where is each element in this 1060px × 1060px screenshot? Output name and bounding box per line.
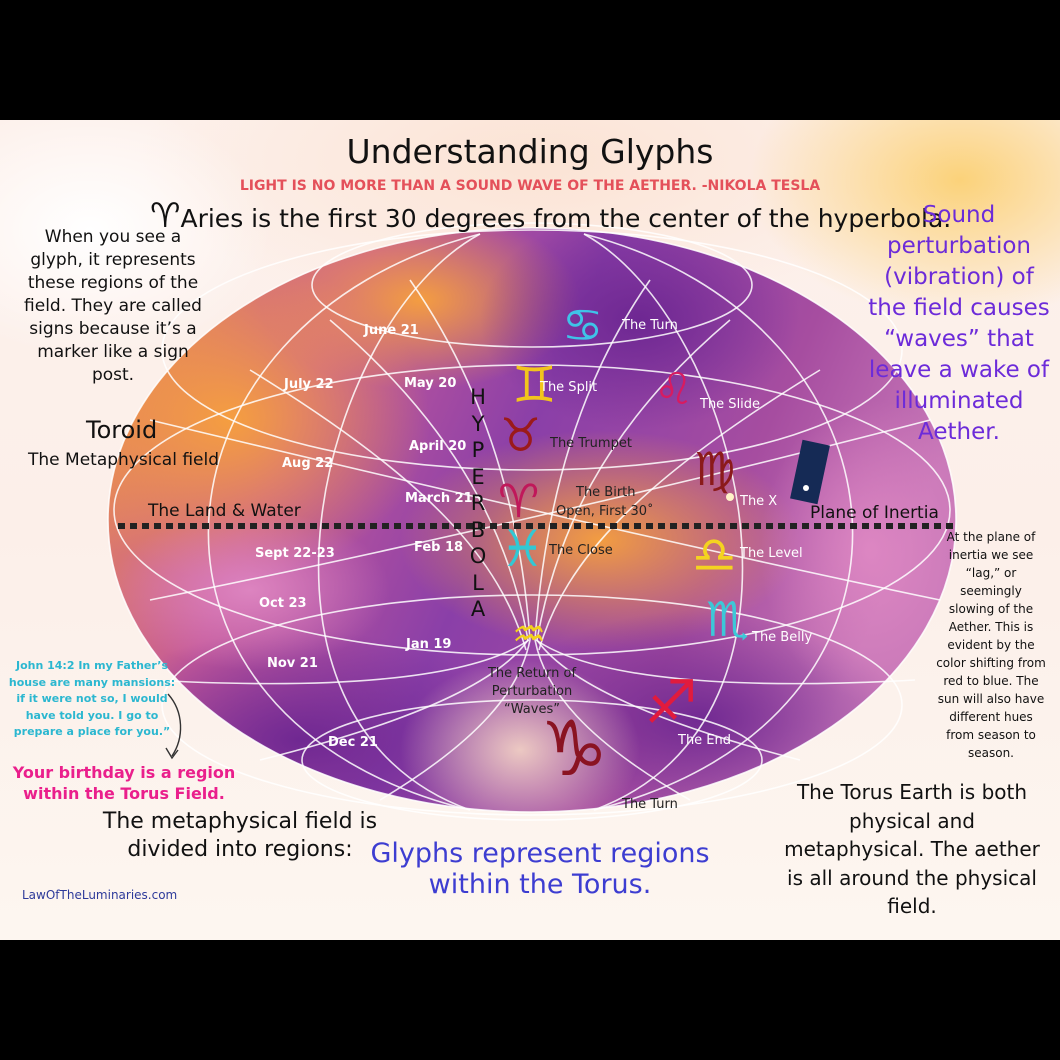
plane-of-inertia-label: Plane of Inertia bbox=[810, 503, 939, 523]
toroid-label: Toroid bbox=[86, 416, 158, 444]
aries-chart-icon: ♈ bbox=[498, 474, 540, 528]
virgo-icon: ♍ bbox=[694, 442, 736, 496]
sagittarius-icon: ♐ bbox=[644, 668, 698, 738]
label-the-slide: The Slide bbox=[700, 397, 761, 412]
label-the-belly: The Belly bbox=[752, 630, 813, 645]
label-the-x: The X bbox=[740, 494, 778, 509]
date-oct23: Oct 23 bbox=[259, 596, 307, 611]
hyperbola-letter: O bbox=[469, 544, 487, 568]
cancer-icon: ♋ bbox=[562, 298, 604, 352]
label-the-end: The End bbox=[678, 733, 732, 748]
date-june21: June 21 bbox=[364, 323, 419, 338]
john-14-2-quote: John 14:2 In my Father’s house are many … bbox=[8, 659, 176, 738]
hyperbola-vertical-label: H Y P E R B O L A bbox=[466, 384, 490, 623]
glyph-explanation: When you see a glyph, it represents thes… bbox=[24, 227, 202, 385]
hyperbola-letter: L bbox=[472, 570, 484, 595]
date-dec21: Dec 21 bbox=[328, 735, 378, 750]
land-water-label: The Land & Water bbox=[148, 501, 301, 521]
curved-arrow-icon bbox=[165, 693, 182, 760]
star-marker bbox=[726, 493, 734, 501]
metaphysical-field-label: The Metaphysical field bbox=[28, 450, 220, 470]
hyperbola-letter: P bbox=[471, 438, 485, 462]
torus-earth-text: The Torus Earth is both physical and met… bbox=[784, 780, 1040, 918]
aries-statement: ♈Aries is the first 30 degrees from the … bbox=[150, 196, 951, 236]
hyperbola-letter: E bbox=[471, 464, 485, 489]
libra-icon: ♎ bbox=[692, 526, 737, 584]
sound-perturbation-text: Sound perturbation (vibration) of the fi… bbox=[868, 202, 1050, 445]
date-aug22: Aug 22 bbox=[282, 456, 334, 471]
hyperbola-letter: Y bbox=[471, 411, 485, 436]
pisces-icon: ♓ bbox=[500, 520, 545, 578]
label-the-close: The Close bbox=[549, 543, 613, 558]
date-nov21: Nov 21 bbox=[267, 656, 318, 671]
glyphs-represent-text: Glyphs represent regions within the Toru… bbox=[370, 838, 710, 900]
divided-into-regions-text: The metaphysical field is divided into r… bbox=[102, 809, 378, 862]
label-open-first-30: Open, First 30˚ bbox=[556, 504, 654, 519]
scorpio-icon: ♏ bbox=[706, 592, 750, 648]
label-the-turn-bottom: The Turn bbox=[622, 797, 678, 812]
birthday-note: Your birthday is a region within the Tor… bbox=[12, 763, 236, 803]
label-the-split: The Split bbox=[540, 380, 598, 395]
leo-icon: ♌ bbox=[654, 364, 694, 415]
date-march21: March 21 bbox=[405, 491, 473, 506]
date-april20: April 20 bbox=[409, 439, 467, 454]
taurus-icon: ♉ bbox=[500, 408, 542, 462]
label-the-birth: The Birth bbox=[576, 485, 636, 500]
aries-icon: ♈ bbox=[150, 196, 181, 236]
aries-statement-text: Aries is the first 30 degrees from the c… bbox=[180, 204, 952, 233]
page-title: Understanding Glyphs bbox=[346, 132, 714, 171]
torus-gridlines bbox=[107, 222, 957, 821]
date-july22: July 22 bbox=[284, 377, 334, 392]
date-jan19: Jan 19 bbox=[406, 637, 452, 652]
date-feb18: Feb 18 bbox=[414, 540, 464, 555]
hyperbola-letter: B bbox=[470, 517, 486, 542]
label-return-of-perturbation: The Return of Perturbation “Waves” bbox=[487, 666, 577, 717]
night-sky-card bbox=[790, 439, 830, 505]
hyperbola-letter: R bbox=[470, 491, 486, 515]
tesla-quote: LIGHT IS NO MORE THAN A SOUND WAVE OF TH… bbox=[239, 178, 821, 194]
label-the-trumpet: The Trumpet bbox=[550, 436, 632, 451]
infographic-panel: Understanding Glyphs LIGHT IS NO MORE TH… bbox=[0, 120, 1060, 940]
date-sept: Sept 22-23 bbox=[255, 546, 335, 561]
website-link[interactable]: LawOfTheLuminaries.com bbox=[22, 888, 178, 902]
aquarius-icon: ♒ bbox=[512, 612, 547, 656]
hyperbola-letter: H bbox=[470, 385, 486, 409]
capricorn-icon: ♑ bbox=[540, 704, 609, 793]
gemini-icon: ♊ bbox=[512, 356, 557, 414]
label-the-level: The Level bbox=[740, 546, 803, 561]
hyperbola-letter: A bbox=[470, 597, 486, 621]
torus-diagram bbox=[107, 222, 958, 821]
inertia-note: At the plane of inertia we see “lag,” or… bbox=[936, 530, 1046, 760]
date-may20: May 20 bbox=[404, 376, 457, 391]
label-the-turn-top: The Turn bbox=[622, 318, 678, 333]
